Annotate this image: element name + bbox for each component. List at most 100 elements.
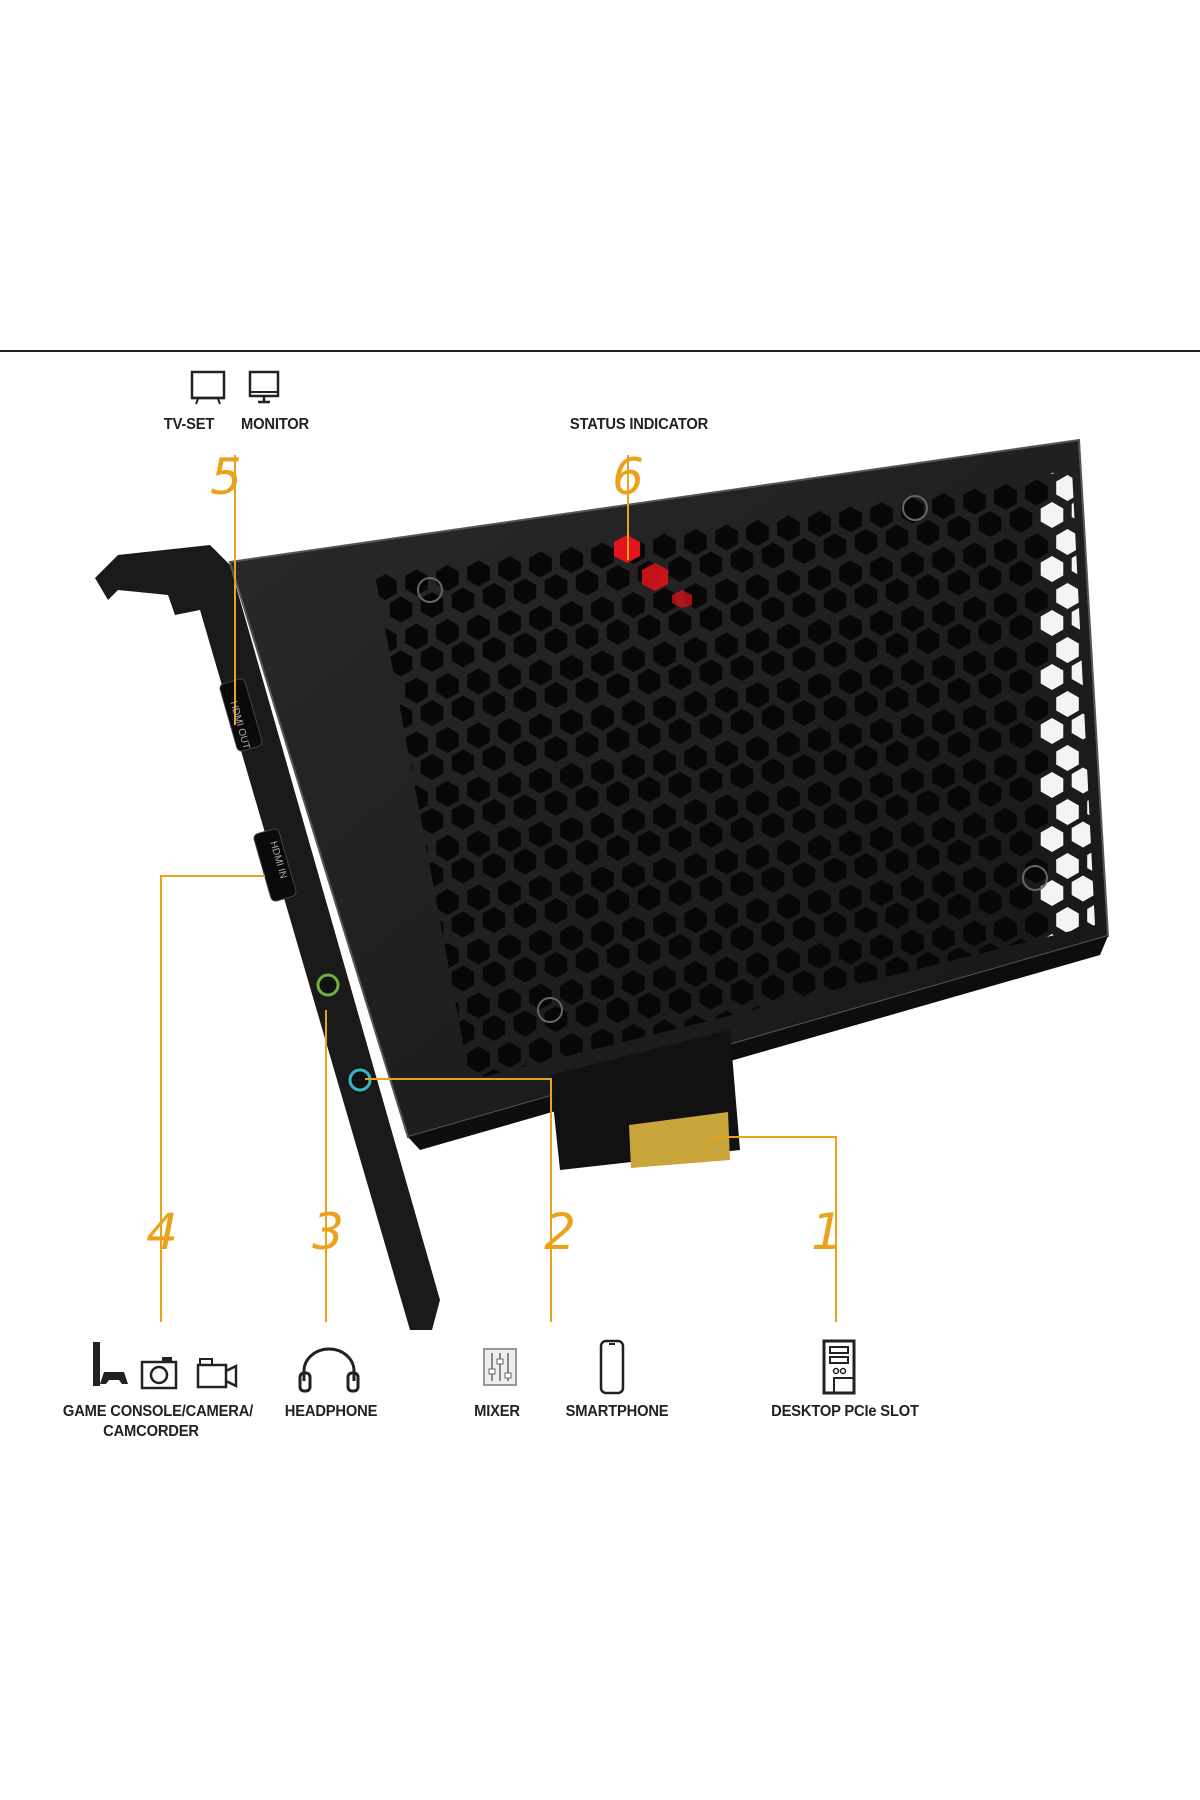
vent-hole <box>963 812 986 839</box>
vent-hole <box>560 655 583 681</box>
vent-hole <box>467 884 490 911</box>
vent-hole <box>1118 682 1141 708</box>
vent-hole <box>467 938 490 965</box>
vent-hole <box>591 812 614 839</box>
vent-hole <box>684 529 707 555</box>
vent-hole <box>637 668 661 695</box>
vent-hole <box>637 938 661 965</box>
vent-hole <box>978 511 1002 537</box>
vent-hole <box>947 677 971 704</box>
vent-hole <box>916 736 940 762</box>
vent-hole <box>699 875 723 902</box>
vent-hole <box>1103 1033 1126 1059</box>
camcorder-icon <box>196 1358 238 1389</box>
vent-hole <box>978 727 1002 753</box>
vent-hole <box>777 515 800 542</box>
vent-hole <box>405 1164 428 1190</box>
vent-hole <box>715 740 738 767</box>
vent-hole <box>1118 898 1141 924</box>
vent-hole <box>1103 439 1126 465</box>
vent-hole <box>1009 1046 1033 1073</box>
vent-hole <box>591 920 614 947</box>
vent-hole <box>498 610 521 636</box>
vent-hole <box>978 673 1002 699</box>
vent-hole <box>591 596 614 623</box>
vent-hole <box>1134 489 1157 515</box>
vent-hole <box>1056 637 1079 663</box>
vent-hole <box>467 722 490 749</box>
vent-hole <box>451 587 475 614</box>
vent-hole <box>591 650 614 677</box>
vent-hole <box>1103 979 1126 1005</box>
vent-hole <box>792 754 816 780</box>
vent-hole <box>1118 574 1141 600</box>
vent-hole <box>947 839 971 866</box>
vent-hole <box>947 1001 971 1028</box>
vent-hole <box>606 943 630 969</box>
vent-hole <box>405 569 428 596</box>
vent-hole <box>761 920 785 947</box>
vent-hole <box>761 812 785 839</box>
vent-hole <box>808 511 831 537</box>
vent-hole <box>978 1051 1002 1077</box>
vent-hole <box>746 844 769 870</box>
vent-hole <box>730 817 754 843</box>
vent-hole <box>947 785 971 812</box>
vent-hole <box>901 605 924 632</box>
vent-hole <box>622 808 645 834</box>
vent-hole <box>498 934 521 960</box>
vent-hole <box>1009 776 1033 803</box>
vent-hole <box>839 1101 862 1127</box>
vent-hole <box>436 889 459 915</box>
vent-hole <box>622 646 645 672</box>
vent-hole <box>436 619 459 645</box>
vent-hole <box>792 1078 816 1080</box>
vent-hole <box>622 592 645 618</box>
vent-hole <box>823 695 847 722</box>
vent-hole <box>808 727 831 753</box>
vent-hole <box>560 1033 583 1059</box>
headphone-icon <box>298 1347 360 1393</box>
vent-hole <box>854 853 878 879</box>
vent-hole <box>870 1096 893 1122</box>
vent-hole <box>529 659 552 686</box>
vent-hole <box>684 799 707 825</box>
vent-hole <box>482 583 506 609</box>
vent-hole <box>762 1083 785 1109</box>
vent-hole <box>792 538 816 564</box>
vent-hole <box>730 709 754 735</box>
vent-hole <box>1040 502 1064 528</box>
vent-hole <box>746 790 769 816</box>
vent-hole <box>684 961 707 987</box>
vent-hole <box>1025 1019 1048 1046</box>
vent-hole <box>1134 759 1157 785</box>
vent-hole <box>1009 506 1033 533</box>
vent-hole <box>808 673 831 699</box>
vent-hole <box>482 961 506 987</box>
vent-hole <box>560 925 583 951</box>
vent-hole <box>1056 1015 1079 1041</box>
vent-hole <box>916 790 940 816</box>
tv-set-label: TV-SET <box>163 416 215 433</box>
vent-hole <box>1149 462 1172 488</box>
vent-hole <box>823 587 847 614</box>
vent-hole <box>498 664 521 690</box>
vent-hole <box>1118 1006 1141 1032</box>
vent-hole <box>994 592 1017 618</box>
vent-hole <box>1149 894 1172 920</box>
vent-hole <box>792 970 816 996</box>
vent-hole <box>823 749 847 776</box>
vent-hole <box>529 1037 552 1064</box>
vent-hole <box>420 754 444 780</box>
vent-hole <box>1040 718 1064 744</box>
vent-hole <box>1009 560 1033 587</box>
vent-hole <box>653 695 676 722</box>
vent-hole <box>715 902 738 929</box>
vent-hole <box>513 794 537 821</box>
vent-hole <box>885 632 909 659</box>
vent-hole <box>901 659 924 686</box>
vent-hole <box>1009 992 1033 1019</box>
vent-hole <box>668 718 692 744</box>
callout-lines <box>160 455 837 1322</box>
vent-hole <box>1118 952 1141 978</box>
